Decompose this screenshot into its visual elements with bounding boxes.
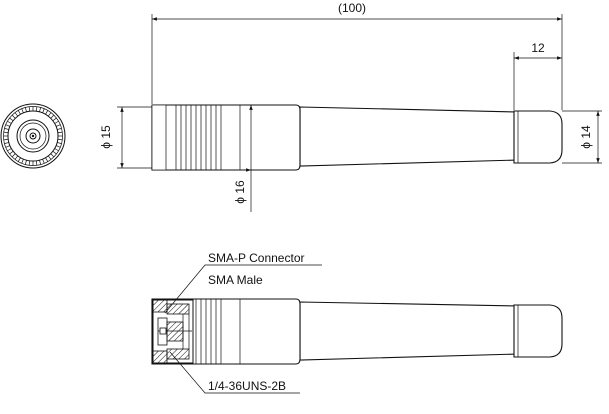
knurl-tick: [3, 131, 9, 134]
knurl-tick: [7, 148, 12, 152]
gender-label: SMA Male: [208, 273, 263, 287]
knurl-tick: [7, 120, 12, 124]
knurl-tick: [45, 110, 49, 115]
knurl-tick: [55, 145, 61, 148]
dimension-tip-length: 12: [513, 41, 562, 110]
side-view-bottom: [151, 298, 563, 365]
knurl-tick: [25, 107, 27, 112]
dimension-dia-connector: ϕ 15: [99, 106, 152, 169]
knurl-tick: [14, 112, 19, 117]
dimension-overall-length: (100): [151, 1, 563, 110]
callouts: SMA-P Connector SMA Male 1/4-36UNS-2B: [164, 251, 322, 394]
knurl-tick: [35, 160, 38, 166]
knurl-tick: [9, 117, 14, 122]
knurl-tick: [11, 114, 16, 119]
tip-length-label: 12: [531, 41, 545, 55]
knurl-tick: [39, 107, 41, 112]
dia-tip-label: ϕ 14: [579, 125, 593, 149]
knurl-tick: [5, 124, 11, 127]
knurl-tick: [42, 158, 45, 164]
connector-type-label: SMA-P Connector: [208, 251, 305, 265]
knurl-tick: [21, 158, 24, 164]
side-view-top: [151, 104, 563, 171]
knurl-tick: [39, 160, 41, 165]
knurl-tick: [21, 108, 24, 114]
knurl-tick: [28, 106, 31, 112]
end-view: [0, 103, 66, 169]
knurl-tick: [47, 155, 52, 160]
knurl-tick: [57, 131, 63, 134]
connector-section: [152, 299, 194, 364]
dimension-dia-tip: ϕ 14: [562, 110, 602, 164]
knurl-tick: [57, 128, 62, 130]
knurl-tick: [45, 157, 49, 162]
knurl-tick: [25, 160, 27, 165]
knurl-tick: [9, 150, 14, 155]
knurl-tick: [54, 120, 59, 124]
knurl-tick: [11, 153, 16, 158]
knurl-tick: [50, 153, 55, 158]
knurl-tick: [3, 138, 9, 141]
dimension-dia-grip: ϕ 16: [233, 105, 253, 212]
dia-grip-label: ϕ 16: [233, 180, 247, 204]
knurl-tick: [5, 145, 11, 148]
knurl-tick: [4, 142, 9, 144]
knurl-tick: [52, 117, 57, 122]
knurl-tick: [35, 106, 38, 112]
thread-label: 1/4-36UNS-2B: [208, 379, 286, 393]
knurl-tick: [50, 114, 55, 119]
knurl-tick: [14, 155, 19, 160]
overall-length-label: (100): [338, 1, 366, 15]
knurl-tick: [57, 142, 62, 144]
knurl-tick: [47, 112, 52, 117]
knurl-tick: [54, 148, 59, 152]
knurl-tick: [28, 160, 31, 166]
knurl-tick: [52, 150, 57, 155]
knurl-tick: [4, 128, 9, 130]
knurl-tick: [55, 124, 61, 127]
knurl-tick: [17, 110, 21, 115]
dia-connector-label: ϕ 15: [99, 125, 113, 149]
knurl-tick: [17, 157, 21, 162]
knurl-tick: [57, 138, 63, 141]
knurl-tick: [42, 108, 45, 114]
